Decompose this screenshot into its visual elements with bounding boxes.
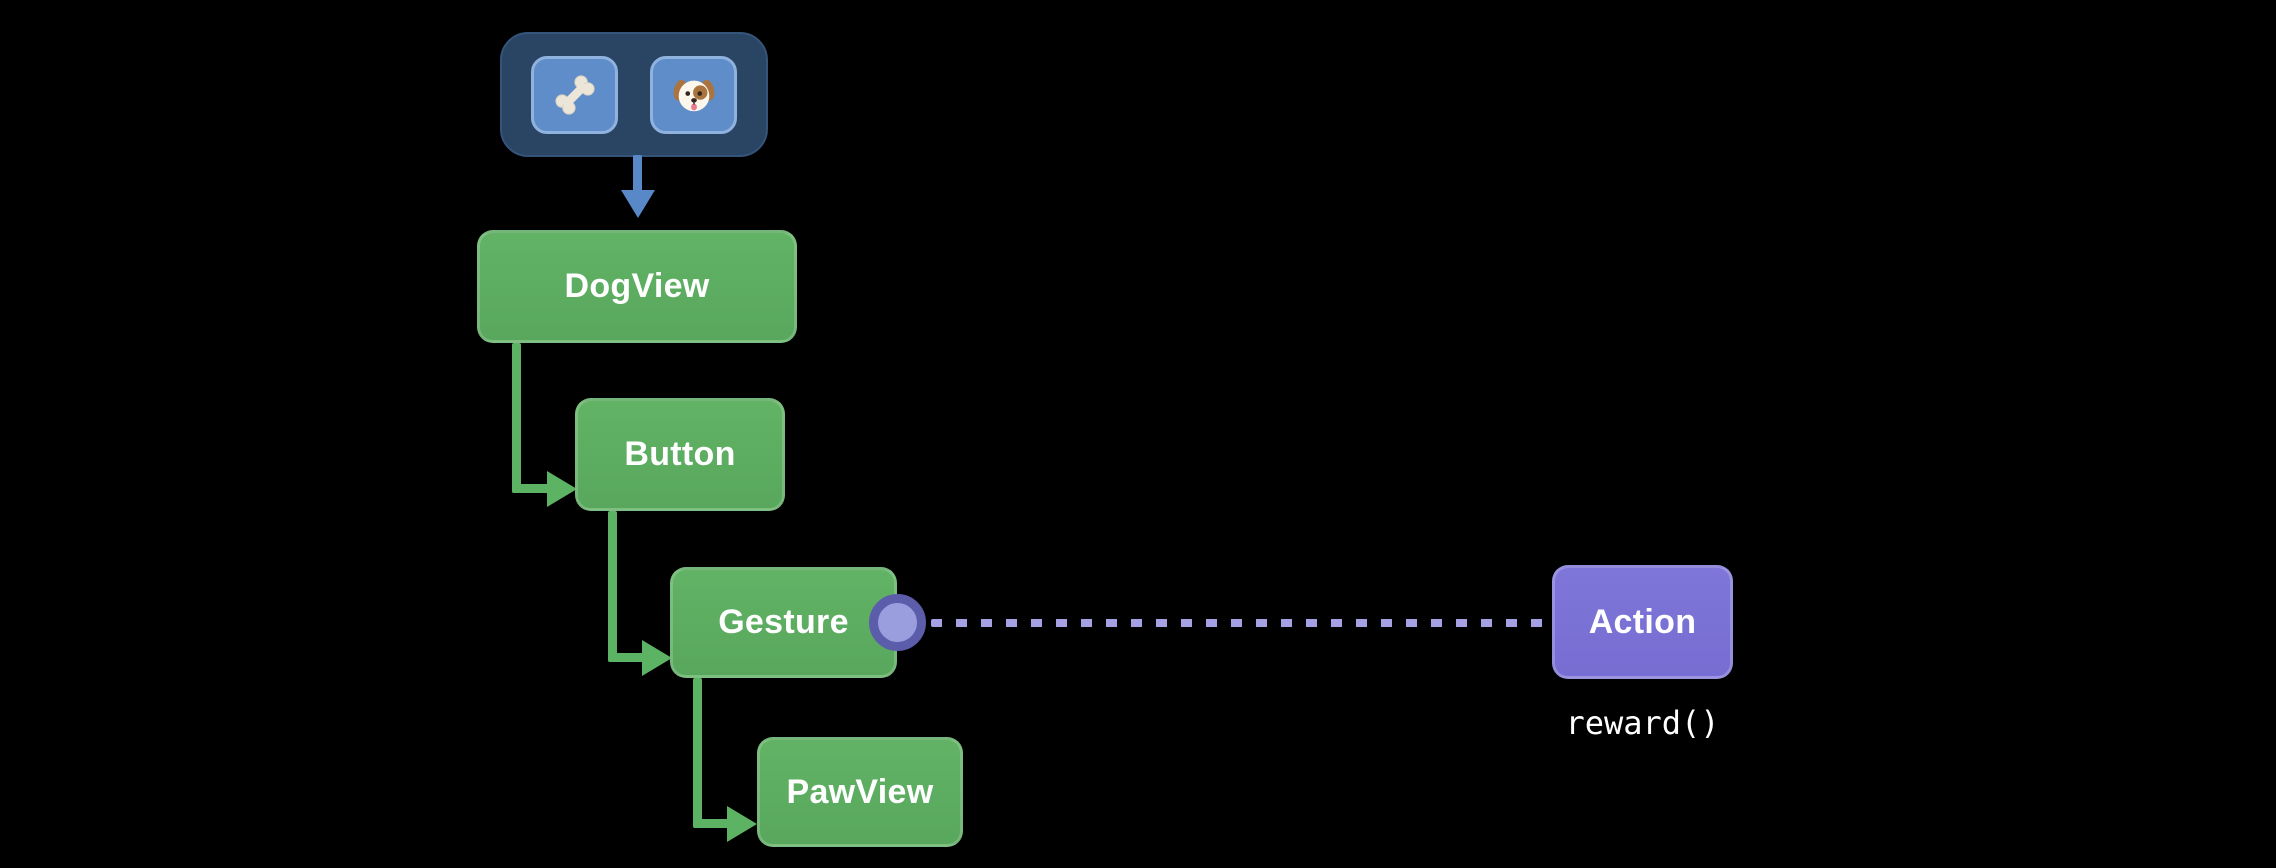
node-gesture: Gesture [670, 567, 897, 678]
arrow-toolbar-to-dogview-head [621, 190, 655, 218]
node-pawview-label: PawView [786, 772, 934, 811]
dog-icon [671, 72, 717, 118]
gesture-port-circle [869, 594, 926, 651]
node-pawview: PawView [757, 737, 963, 847]
edge-gesture-to-action-dashed [931, 619, 1548, 627]
node-gesture-label: Gesture [718, 603, 849, 641]
node-action: Action [1552, 565, 1733, 679]
node-dogview-label: DogView [564, 267, 710, 305]
bone-button[interactable] [531, 55, 618, 134]
edge-gesture-to-pawview [693, 678, 702, 828]
node-button: Button [575, 398, 785, 511]
node-button-label: Button [624, 435, 736, 473]
toolbar [500, 32, 768, 157]
node-action-label: Action [1588, 602, 1697, 641]
dog-button[interactable] [650, 55, 737, 134]
edge-button-to-gesture [608, 511, 617, 662]
edge-dogview-to-button-arrowhead [547, 471, 577, 507]
arrow-toolbar-to-dogview-shaft [633, 155, 642, 192]
edge-gesture-to-pawview-segment [693, 819, 730, 828]
edge-button-to-gesture-segment [608, 653, 645, 662]
edge-dogview-to-button [512, 343, 521, 493]
bone-icon [552, 72, 598, 118]
edge-dogview-to-button-segment [512, 484, 550, 493]
edge-gesture-to-pawview-arrowhead [727, 806, 757, 842]
edge-button-to-gesture-arrowhead [642, 640, 672, 676]
node-dogview: DogView [477, 230, 797, 343]
reward-code-label: reward() [1565, 704, 1720, 742]
